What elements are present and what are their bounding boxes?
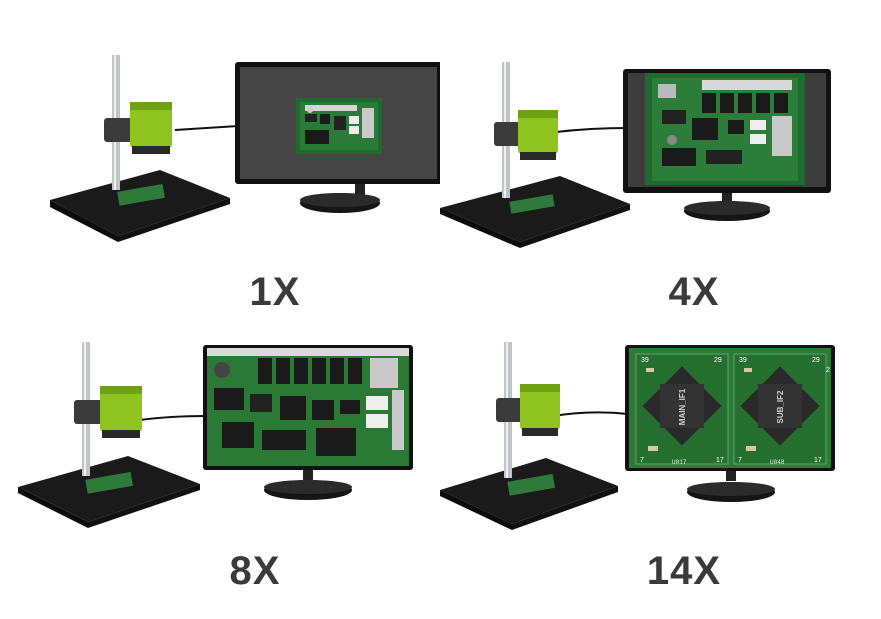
panel-4x: 4X: [440, 0, 881, 314]
monitor-8x: [203, 345, 413, 500]
camera-4x: [494, 110, 558, 160]
chip-right-label: SUB_IF2: [776, 390, 785, 423]
microscope-base-1x: [50, 170, 230, 242]
microscope-scene-1x: [50, 55, 440, 242]
zoom-label-8x: 8X: [229, 549, 281, 593]
microscope-base-4x: [440, 176, 630, 248]
microscope-scene-8x: [18, 342, 413, 528]
pin-top-right-a: 39: [739, 357, 747, 364]
monitor-4x: [623, 69, 831, 221]
pin-top-left-a: 39: [641, 357, 649, 364]
pin-top-left-b: 29: [714, 357, 722, 364]
pcb-board-large-image: [207, 348, 409, 456]
pin-bottom-left-b: 17: [716, 457, 724, 464]
pcb-board-small-image: [296, 98, 382, 154]
silk-right: U048: [770, 459, 785, 466]
pcb-chips-closeup-image: MAIN_IF1 SUB_IF2 39 29 39 29 7 17 7 17 U…: [635, 353, 830, 466]
monitor-1x: [235, 62, 440, 213]
microscope-base-8x: [18, 456, 200, 528]
microscope-scene-4x: [440, 62, 831, 248]
camera-14x: [496, 384, 560, 436]
pin-bottom-right-b: 17: [814, 457, 822, 464]
camera-1x: [104, 102, 172, 154]
edge-right-number: 2: [826, 367, 830, 374]
microscope-base-14x: [440, 458, 618, 530]
panel-14x: MAIN_IF1 SUB_IF2 39 29 39 29 7 17 7 17 U…: [440, 310, 881, 619]
pin-bottom-left-a: 7: [640, 457, 644, 464]
monitor-14x: MAIN_IF1 SUB_IF2 39 29 39 29 7 17 7 17 U…: [625, 345, 835, 502]
microscope-scene-14x: MAIN_IF1 SUB_IF2 39 29 39 29 7 17 7 17 U…: [440, 342, 835, 530]
zoom-label-14x: 14X: [646, 549, 722, 593]
pin-top-right-b: 29: [812, 357, 820, 364]
chip-left: MAIN_IF1: [642, 366, 722, 446]
silk-left: U017: [672, 459, 687, 466]
zoom-label-4x: 4X: [668, 270, 720, 314]
panel-8x: 8X: [0, 310, 440, 619]
pcb-board-medium-image: [645, 73, 805, 185]
camera-8x: [74, 386, 142, 438]
chip-left-label: MAIN_IF1: [678, 388, 687, 425]
pin-bottom-right-a: 7: [738, 457, 742, 464]
chip-right: SUB_IF2: [740, 366, 820, 446]
panel-1x: 1X: [0, 0, 440, 314]
zoom-label-1x: 1X: [249, 270, 301, 314]
